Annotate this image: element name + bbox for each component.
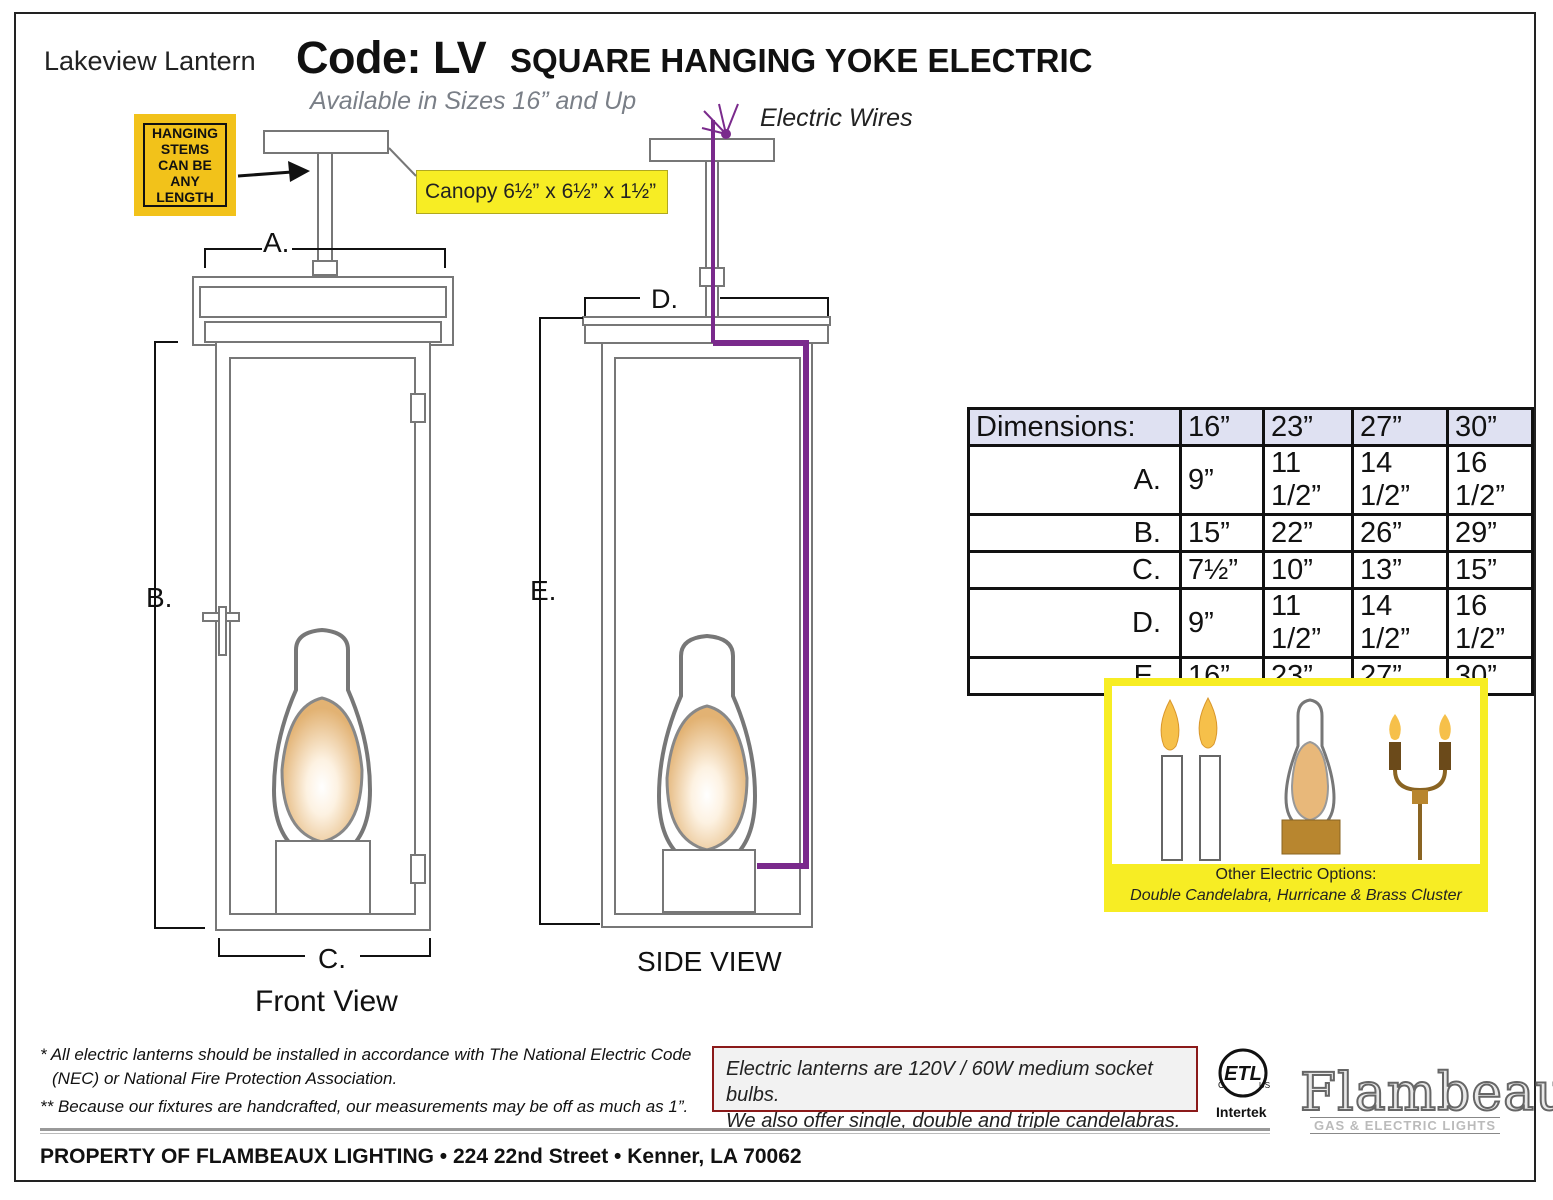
footer-address: PROPERTY OF FLAMBEAUX LIGHTING • 224 22n…	[40, 1145, 802, 1168]
dim-label-b: B.	[146, 582, 172, 613]
front-dimension-lines	[154, 248, 446, 957]
table-cell: 11 1/2”	[1262, 587, 1354, 659]
dimensions-table: Dimensions: 16” 23” 27” 30” A. 9” 11 1/2…	[967, 407, 1534, 696]
table-cell: 26”	[1351, 513, 1449, 553]
electric-info-box: Electric lanterns are 120V / 60W medium …	[712, 1046, 1198, 1132]
sign-line: CAN BE	[158, 157, 212, 173]
dim-label-a: A.	[263, 227, 289, 258]
product-name: Lakeview Lantern	[44, 46, 256, 76]
side-view-label: SIDE VIEW	[637, 946, 782, 977]
sign-arrow-icon	[237, 161, 310, 182]
sign-line: STEMS	[160, 141, 210, 157]
table-row: A. 9” 11 1/2” 14 1/2” 16 1/2”	[967, 444, 1534, 516]
table-cell: 13”	[1351, 550, 1449, 590]
table-cell: 15”	[1446, 550, 1534, 590]
table-cell: 9”	[1179, 587, 1265, 659]
footer-divider-thin	[40, 1133, 1270, 1134]
table-cell: 16 1/2”	[1446, 587, 1534, 659]
etl-listed-icon: ETL C US	[1218, 1048, 1270, 1098]
table-row-label: A.	[967, 444, 1182, 516]
table-cell: 7½”	[1179, 550, 1265, 590]
hurricane-icon	[1281, 698, 1341, 855]
electric-info-line-1: Electric lanterns are 120V / 60W medium …	[726, 1058, 1153, 1106]
page-frame	[14, 12, 1536, 1182]
table-cell: 29”	[1446, 513, 1534, 553]
table-cell: 11 1/2”	[1262, 444, 1354, 516]
etl-right: US	[1259, 1081, 1270, 1090]
table-cell: 14 1/2”	[1351, 587, 1449, 659]
options-title: Other Electric Options:	[1215, 866, 1377, 883]
table-cell: 9”	[1179, 444, 1265, 516]
intertek-label: Intertek	[1216, 1104, 1267, 1120]
note-1-line-2: (NEC) or National Fire Protection Associ…	[52, 1069, 398, 1088]
table-cell: 10”	[1262, 550, 1354, 590]
dim-label-e: E.	[530, 575, 556, 606]
sizes-note: Available in Sizes 16” and Up	[310, 87, 637, 115]
flambeaux-logo: Flambeaux	[1299, 1062, 1553, 1124]
table-cell: 15”	[1179, 513, 1265, 553]
double-candelabra-icon	[1160, 696, 1221, 861]
table-cell: 14 1/2”	[1351, 444, 1449, 516]
hanging-stems-sign: HANGING STEMS CAN BE ANY LENGTH	[134, 114, 236, 216]
side-hurricane-lamp	[656, 633, 758, 913]
table-header-cell: 16”	[1179, 407, 1265, 447]
table-cell: 22”	[1262, 513, 1354, 553]
flambeaux-tagline: GAS & ELECTRIC LIGHTS	[1310, 1117, 1500, 1134]
table-header-cell: 30”	[1446, 407, 1534, 447]
options-illustrations	[1112, 686, 1480, 864]
table-header-cell: 23”	[1262, 407, 1354, 447]
canopy-label: Canopy 6½” x 6½” x 1½”	[416, 170, 668, 214]
table-header-row: Dimensions: 16” 23” 27” 30”	[967, 407, 1534, 447]
product-code: Code: LV	[296, 32, 487, 83]
table-header-cell: Dimensions:	[967, 407, 1182, 447]
options-svg	[1160, 696, 1451, 861]
sign-line: ANY	[170, 173, 200, 189]
front-hurricane-lamp	[271, 627, 373, 915]
product-type: SQUARE HANGING YOKE ELECTRIC	[510, 42, 1093, 79]
etl-left: C	[1218, 1080, 1225, 1090]
footer-divider	[40, 1128, 1270, 1131]
note-1-line-1: * All electric lanterns should be instal…	[40, 1045, 692, 1064]
table-row-label: D.	[967, 587, 1182, 659]
side-dimension-lines	[539, 297, 829, 925]
electric-wires-label: Electric Wires	[760, 104, 913, 132]
front-view-drawing	[192, 130, 454, 931]
sign-line: LENGTH	[156, 189, 214, 205]
note-2: ** Because our fixtures are handcrafted,…	[40, 1097, 689, 1116]
table-cell: 16 1/2”	[1446, 444, 1534, 516]
front-view-label: Front View	[255, 985, 398, 1018]
sign-text: HANGING STEMS CAN BE ANY LENGTH	[143, 123, 227, 207]
electric-wire	[701, 103, 809, 869]
etl-mark: ETL	[1224, 1063, 1262, 1085]
table-row-label: C.	[967, 550, 1182, 590]
dim-label-c: C.	[318, 943, 346, 974]
table-row: D. 9” 11 1/2” 14 1/2” 16 1/2”	[967, 587, 1534, 659]
table-row: B. 15” 22” 26” 29”	[967, 513, 1534, 553]
electric-info-line-2: We also offer single, double and triple …	[726, 1110, 1181, 1132]
dim-label-d: D.	[651, 284, 678, 314]
brass-cluster-icon	[1389, 714, 1451, 860]
sign-line: HANGING	[151, 125, 219, 141]
table-row: C. 7½” 10” 13” 15”	[967, 550, 1534, 590]
table-header-cell: 27”	[1351, 407, 1449, 447]
electric-options-box: Other Electric Options: Double Candelabr…	[1104, 678, 1488, 912]
table-row-label: B.	[967, 513, 1182, 553]
options-subtitle: Double Candelabra, Hurricane & Brass Clu…	[1130, 887, 1462, 904]
